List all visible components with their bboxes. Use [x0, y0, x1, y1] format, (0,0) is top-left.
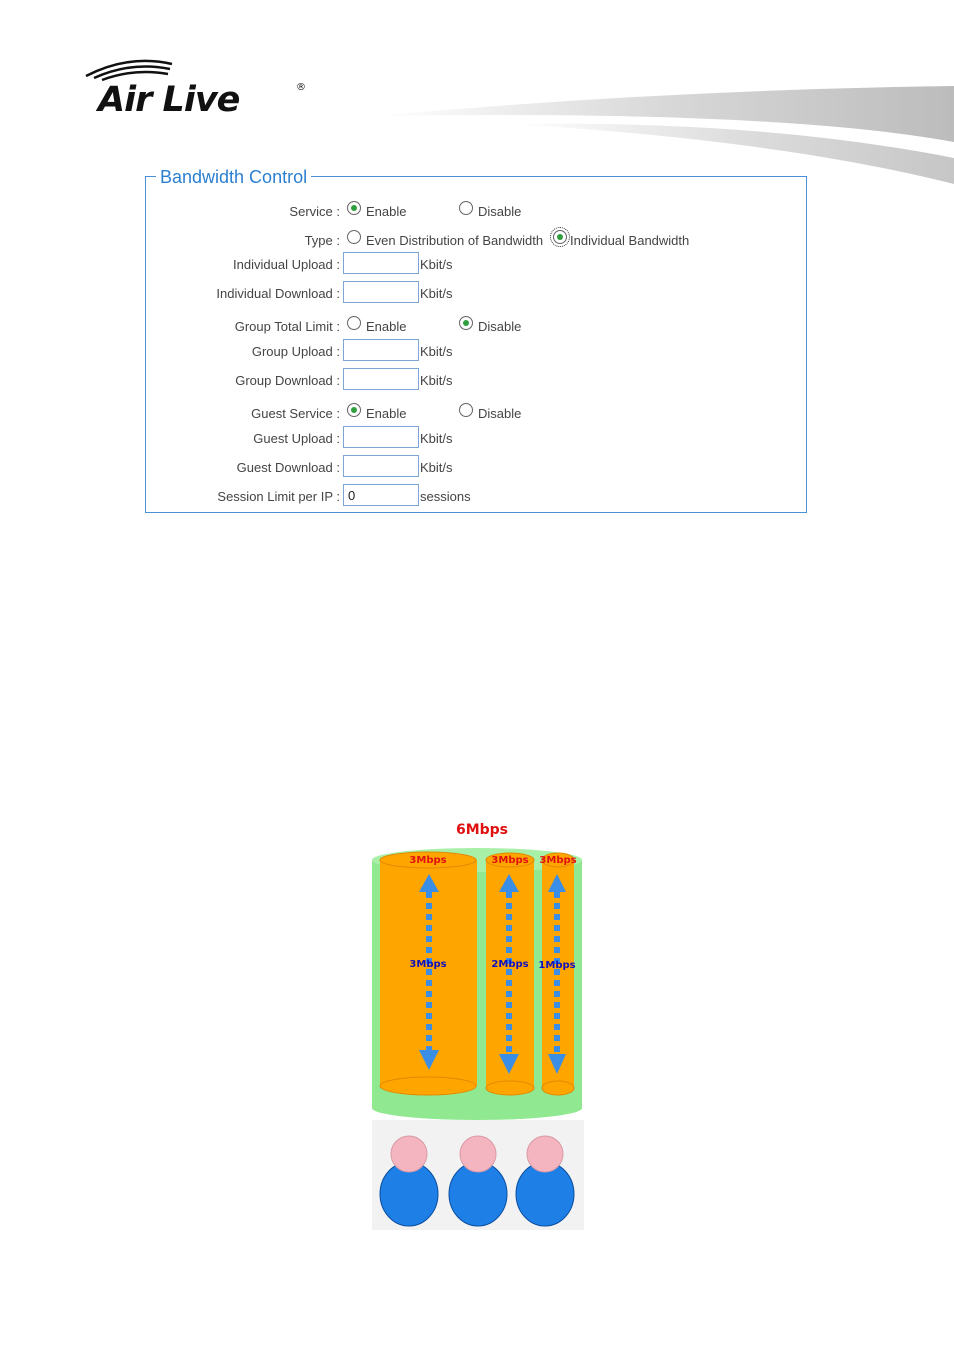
type-label: Type : [304, 233, 340, 248]
guest-download-label: Guest Download : [236, 460, 340, 475]
group-upload-label: Group Upload : [251, 344, 340, 359]
individual-upload-row: Individual Upload : Kbit/s [146, 252, 806, 278]
pipe-2-top [485, 852, 535, 868]
individual-download-input[interactable] [343, 281, 419, 303]
group-upload-input[interactable] [343, 339, 419, 361]
session-limit-unit: sessions [420, 489, 471, 504]
individual-upload-label: Individual Upload : [233, 257, 340, 272]
guest-disable-radio[interactable] [459, 403, 473, 417]
user-icon [448, 1135, 508, 1227]
guest-service-label: Guest Service : [251, 406, 340, 421]
group-limit-disable-radio[interactable] [459, 316, 473, 330]
guest-download-unit: Kbit/s [420, 460, 453, 475]
guest-disable-label: Disable [478, 406, 522, 421]
pipe-1-bottom [379, 1076, 477, 1096]
group-total-limit-row: Group Total Limit : Enable Disable [146, 314, 806, 340]
guest-upload-row: Guest Upload : Kbit/s [146, 426, 806, 452]
group-download-label: Group Download : [235, 373, 340, 388]
session-limit-input[interactable] [343, 484, 419, 506]
user-icon [515, 1135, 575, 1227]
group-limit-enable-radio[interactable] [347, 316, 361, 330]
service-enable-radio[interactable] [347, 201, 361, 215]
type-even-radio[interactable] [347, 230, 361, 244]
type-even-label: Even Distribution of Bandwidth [366, 233, 544, 248]
total-bandwidth-label: 6Mbps [455, 822, 509, 838]
service-row: Service : Enable Disable [146, 199, 806, 225]
pipe-3-usage-label: 1Mbps [538, 960, 575, 971]
service-label: Service : [289, 204, 340, 219]
service-disable-radio[interactable] [459, 201, 473, 215]
session-limit-label: Session Limit per IP : [217, 489, 340, 504]
pipe-1-top [379, 851, 477, 869]
pipe-3-bottom [541, 1080, 575, 1096]
pipe-2-usage-label: 2Mbps [491, 959, 528, 970]
guest-download-row: Guest Download : Kbit/s [146, 455, 806, 481]
bandwidth-diagram: 6Mbps [372, 822, 584, 1230]
individual-upload-unit: Kbit/s [420, 257, 453, 272]
guest-upload-label: Guest Upload : [253, 431, 340, 446]
arrow-pipe-2 [499, 874, 519, 1074]
outer-cylinder-bottom [372, 1096, 582, 1120]
individual-download-label: Individual Download : [216, 286, 340, 301]
pipe-1-cap-label: 3Mbps [409, 855, 446, 866]
group-limit-disable-label: Disable [478, 319, 522, 334]
pipe-1-usage-label: 3Mbps [409, 959, 446, 970]
guest-download-input[interactable] [343, 455, 419, 477]
arrow-pipe-3 [548, 874, 566, 1074]
pipe-3-cap-label: 3Mbps [539, 855, 576, 866]
individual-upload-input[interactable] [343, 252, 419, 274]
guest-upload-input[interactable] [343, 426, 419, 448]
group-download-row: Group Download : Kbit/s [146, 368, 806, 394]
group-total-limit-label: Group Total Limit : [234, 319, 340, 334]
group-download-input[interactable] [343, 368, 419, 390]
panel-title: Bandwidth Control [156, 167, 312, 188]
individual-download-unit: Kbit/s [420, 286, 453, 301]
type-individual-label: Individual Bandwidth [570, 233, 690, 248]
logo-text: Air Live [98, 80, 240, 120]
guest-upload-unit: Kbit/s [420, 431, 453, 446]
pipe-2-cap-label: 3Mbps [491, 855, 528, 866]
guest-service-row: Guest Service : Enable Disable [146, 401, 806, 427]
group-download-unit: Kbit/s [420, 373, 453, 388]
type-individual-radio[interactable] [550, 227, 570, 247]
registered-mark: ® [296, 82, 306, 93]
user-icon [379, 1135, 439, 1227]
group-upload-unit: Kbit/s [420, 344, 453, 359]
wifi-arcs-icon [85, 59, 173, 82]
header-swoosh-decoration [376, 86, 954, 184]
airlive-logo: Air Live ® [84, 58, 314, 128]
service-enable-label: Enable [366, 204, 407, 219]
pipe-illustration: 3Mbps 3Mbps 3Mbps 3Mbps 2Mbps 1Mbps [372, 848, 584, 1230]
session-limit-row: Session Limit per IP : sessions [146, 484, 806, 510]
individual-download-row: Individual Download : Kbit/s [146, 281, 806, 307]
pipe-2-bottom [485, 1080, 535, 1096]
guest-enable-label: Enable [366, 406, 407, 421]
guest-enable-radio[interactable] [347, 403, 361, 417]
group-upload-row: Group Upload : Kbit/s [146, 339, 806, 365]
type-row: Type : Even Distribution of Bandwidth In… [146, 227, 806, 254]
arrow-pipe-1 [419, 874, 439, 1070]
service-disable-label: Disable [478, 204, 522, 219]
pipe-3-top [541, 852, 575, 868]
group-limit-enable-label: Enable [366, 319, 407, 334]
bandwidth-control-panel [145, 176, 807, 513]
